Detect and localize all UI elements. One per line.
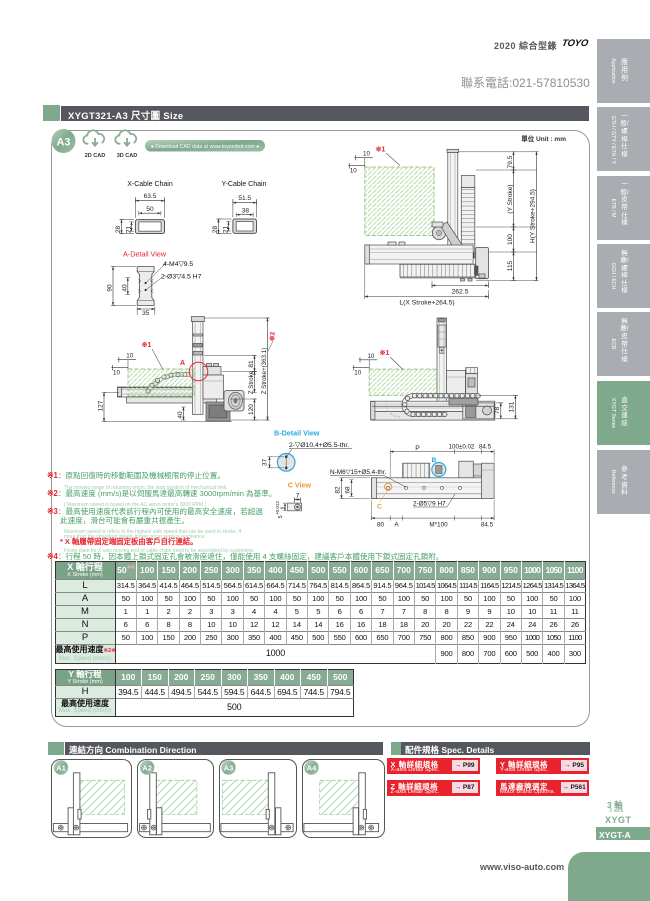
svg-text:4-M4▽9.5: 4-M4▽9.5 — [163, 261, 193, 268]
svg-text:單位 Unit : mm: 單位 Unit : mm — [521, 134, 566, 143]
svg-text:131: 131 — [509, 401, 516, 412]
svg-text:28: 28 — [115, 226, 122, 234]
svg-text:84.5: 84.5 — [479, 444, 492, 451]
svg-text:A: A — [180, 360, 185, 367]
svg-text:A2: A2 — [142, 763, 152, 772]
svg-text:10: 10 — [367, 353, 374, 360]
svg-text:68: 68 — [345, 486, 352, 494]
svg-text:※1: ※1 — [376, 146, 386, 154]
svg-text:35: 35 — [142, 310, 150, 317]
svg-text:M*100: M*100 — [429, 522, 448, 529]
svg-text:127: 127 — [97, 400, 104, 411]
svg-text:5: 5 — [278, 515, 284, 518]
svg-text:L(X Stroke+264.5): L(X Stroke+264.5) — [399, 300, 454, 307]
svg-text:50: 50 — [146, 206, 154, 213]
svg-text:P: P — [415, 445, 420, 452]
svg-text:40: 40 — [177, 411, 184, 419]
svg-text:7: 7 — [296, 493, 300, 500]
svg-text:Z Stroke+(363.1): Z Stroke+(363.1) — [261, 348, 268, 395]
svg-text:28: 28 — [212, 226, 219, 234]
svg-text:78: 78 — [494, 407, 501, 415]
svg-text:X-Cable Chain: X-Cable Chain — [127, 181, 173, 188]
svg-text:C: C — [377, 504, 382, 511]
svg-text:84.5: 84.5 — [481, 522, 494, 529]
svg-text:B: B — [432, 457, 437, 464]
svg-text:※1: ※1 — [142, 341, 152, 349]
svg-text:2D CAD: 2D CAD — [85, 153, 106, 159]
svg-text:51.5: 51.5 — [238, 195, 251, 202]
svg-text:80: 80 — [377, 522, 385, 529]
svg-text:3D CAD: 3D CAD — [117, 153, 138, 159]
svg-text:100±0.02: 100±0.02 — [449, 444, 475, 451]
svg-text:21: 21 — [222, 226, 229, 234]
svg-text:100: 100 — [507, 234, 514, 245]
svg-text:40: 40 — [121, 284, 128, 292]
svg-text:10: 10 — [113, 370, 120, 377]
svg-text:38: 38 — [242, 208, 250, 215]
svg-text:2-▽Ø10.4+Ø5.5-thr.: 2-▽Ø10.4+Ø5.5-thr. — [289, 442, 349, 449]
svg-text:A4: A4 — [307, 763, 317, 772]
svg-text:115: 115 — [507, 260, 514, 271]
svg-text:N-M6▽15+Ø5.4-thr.: N-M6▽15+Ø5.4-thr. — [330, 469, 386, 476]
svg-text:Y-Cable Chain: Y-Cable Chain — [222, 181, 267, 188]
svg-text:120: 120 — [248, 404, 255, 415]
svg-text:2-Ø3▽4.5 H7: 2-Ø3▽4.5 H7 — [161, 274, 202, 281]
svg-text:10: 10 — [126, 353, 133, 360]
svg-text:● Download CAD data at www.toy: ● Download CAD data at www.toyorobot.com… — [151, 144, 260, 150]
svg-text:262.5: 262.5 — [451, 289, 468, 296]
svg-text:0: 0 — [280, 506, 285, 509]
svg-text:(Y Stroke): (Y Stroke) — [507, 184, 514, 213]
svg-text:37: 37 — [262, 459, 269, 467]
svg-text:※2: ※2 — [269, 332, 277, 342]
svg-text:A1: A1 — [56, 763, 66, 772]
svg-text:A-Detail View: A-Detail View — [123, 250, 167, 259]
svg-text:B-Detail View: B-Detail View — [274, 429, 320, 438]
svg-text:90: 90 — [107, 284, 114, 292]
svg-text:10: 10 — [350, 168, 357, 175]
svg-text:81: 81 — [248, 360, 255, 368]
svg-text:A3: A3 — [56, 137, 70, 149]
svg-text:C View: C View — [288, 481, 312, 490]
svg-text:2-Ø5▽9 H7: 2-Ø5▽9 H7 — [413, 501, 446, 508]
svg-text:82: 82 — [335, 486, 342, 494]
svg-text:H(Y Stroke+294.5): H(Y Stroke+294.5) — [530, 189, 537, 243]
svg-text:※1: ※1 — [380, 349, 390, 357]
svg-text:63.5: 63.5 — [144, 193, 157, 200]
svg-text:A3: A3 — [224, 763, 234, 772]
svg-text:+0.012: +0.012 — [275, 501, 280, 515]
svg-text:79.5: 79.5 — [507, 155, 514, 168]
svg-text:21: 21 — [125, 226, 132, 234]
svg-text:10: 10 — [354, 370, 361, 377]
svg-text:10: 10 — [363, 151, 370, 158]
svg-text:A: A — [394, 522, 399, 529]
svg-text:Z Stroke: Z Stroke — [248, 370, 255, 394]
